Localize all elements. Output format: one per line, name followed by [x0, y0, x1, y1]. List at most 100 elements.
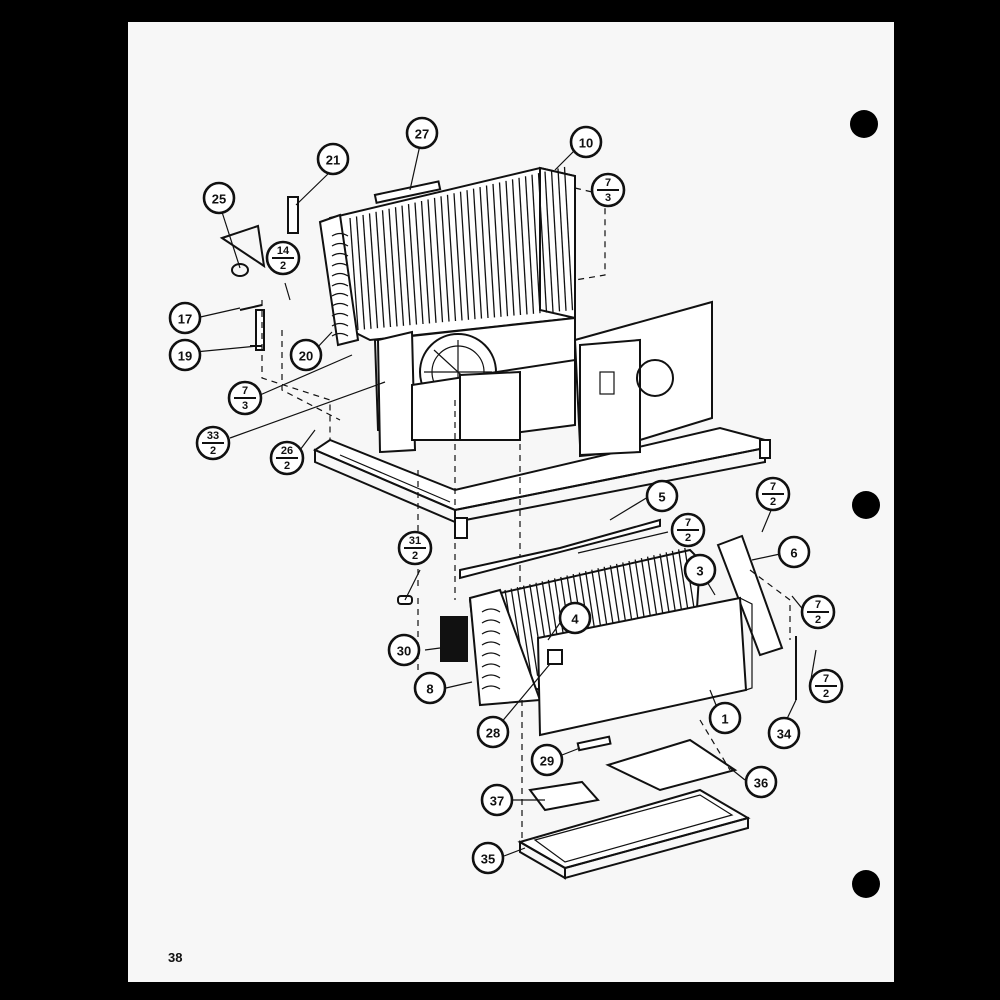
bracket-25	[219, 224, 266, 277]
callout-label: 27	[415, 127, 429, 142]
front-grille-1	[536, 596, 753, 737]
fraction-callout-7-2: 72	[755, 476, 791, 512]
drain-strip	[459, 518, 661, 580]
callout-6: 6	[777, 535, 811, 569]
callout-label: 35	[481, 852, 495, 867]
callout-label: 17	[178, 312, 192, 327]
callout-circle	[480, 783, 514, 817]
callout-circle	[168, 338, 202, 372]
callout-label: 6	[790, 546, 797, 561]
filter-30	[440, 616, 468, 662]
callout-3: 3	[683, 553, 717, 587]
label-29	[576, 735, 612, 752]
callout-label: 19	[178, 349, 192, 364]
callout-circle	[405, 116, 439, 150]
fraction-bottom: 2	[823, 688, 829, 700]
callout-circle	[289, 338, 323, 372]
fraction-top: 7	[242, 385, 248, 397]
fraction-top: 31	[409, 535, 421, 547]
callout-circle	[767, 716, 801, 750]
callout-circle	[202, 181, 236, 215]
callout-label: 1	[721, 712, 728, 727]
callout-label: 34	[777, 727, 792, 742]
fraction-top: 26	[281, 445, 293, 457]
fraction-callout-14-2: 142	[265, 240, 301, 276]
fraction-callout-7-3: 73	[227, 380, 263, 416]
fraction-top: 7	[823, 673, 829, 685]
callout-5: 5	[645, 479, 679, 513]
fraction-bottom: 3	[242, 400, 248, 412]
callout-label: 4	[571, 612, 579, 627]
fraction-bottom: 2	[280, 260, 286, 272]
fraction-bottom: 2	[770, 496, 776, 508]
fraction-top: 7	[770, 481, 776, 493]
callout-circle	[558, 601, 592, 635]
callout-label: 28	[486, 726, 500, 741]
fraction-bottom: 3	[605, 192, 611, 204]
callout-21: 21	[316, 142, 350, 176]
fraction-top: 7	[685, 517, 691, 529]
fraction-bottom: 2	[685, 532, 691, 544]
callout-4: 4	[558, 601, 592, 635]
callout-label: 3	[696, 564, 703, 579]
condenser-coil	[318, 166, 576, 347]
callout-label: 8	[426, 682, 433, 697]
fraction-callout-26-2: 262	[269, 440, 305, 476]
bracket-21	[287, 196, 299, 234]
callout-17: 17	[168, 301, 202, 335]
sheet-37	[528, 780, 600, 812]
callout-label: 36	[754, 776, 768, 791]
callout-circle	[387, 633, 421, 667]
side-panel-6	[716, 534, 784, 657]
punch-hole-top	[850, 110, 878, 138]
callout-circle	[777, 535, 811, 569]
fraction-callout-7-2: 72	[670, 512, 706, 548]
fan-shroud	[373, 316, 576, 454]
fraction-bottom: 2	[412, 550, 418, 562]
fraction-bottom: 2	[815, 614, 821, 626]
callout-30: 30	[387, 633, 421, 667]
fraction-callout-7-2: 72	[808, 668, 844, 704]
bulkhead-panel	[573, 300, 713, 458]
callout-20: 20	[289, 338, 323, 372]
callout-label: 29	[540, 754, 554, 769]
callout-label: 10	[579, 136, 593, 151]
callout-label: 5	[658, 490, 665, 505]
callout-circle	[530, 743, 564, 777]
callout-circle	[683, 553, 717, 587]
callout-circle	[168, 301, 202, 335]
pan-tab	[454, 517, 468, 539]
callout-circle	[316, 142, 350, 176]
coil-baffle	[373, 180, 442, 204]
fraction-bottom: 2	[210, 445, 216, 457]
callout-label: 25	[212, 192, 226, 207]
callout-36: 36	[744, 765, 778, 799]
callout-25: 25	[202, 181, 236, 215]
fraction-top: 7	[815, 599, 821, 611]
drain-pan-35	[517, 788, 751, 880]
callout-circle	[708, 701, 742, 735]
callout-1: 1	[708, 701, 742, 735]
callout-8: 8	[413, 671, 447, 705]
fraction-top: 7	[605, 177, 611, 189]
callout-label: 37	[490, 794, 504, 809]
punch-hole-bottom	[852, 870, 880, 898]
callout-19: 19	[168, 338, 202, 372]
fraction-bottom: 2	[284, 460, 290, 472]
fraction-callout-31-2: 312	[397, 530, 433, 566]
callout-29: 29	[530, 743, 564, 777]
callout-37: 37	[480, 783, 514, 817]
callout-circle	[476, 715, 510, 749]
callout-label: 20	[299, 349, 313, 364]
callout-34: 34	[767, 716, 801, 750]
fraction-top: 33	[207, 430, 219, 442]
callout-label: 30	[397, 644, 411, 659]
fraction-callout-33-2: 332	[195, 425, 231, 461]
fraction-callout-7-3: 73	[590, 172, 626, 208]
callout-circle	[471, 841, 505, 875]
fraction-top: 14	[277, 245, 290, 257]
callout-circle	[744, 765, 778, 799]
callout-circle	[645, 479, 679, 513]
callout-circle	[569, 125, 603, 159]
